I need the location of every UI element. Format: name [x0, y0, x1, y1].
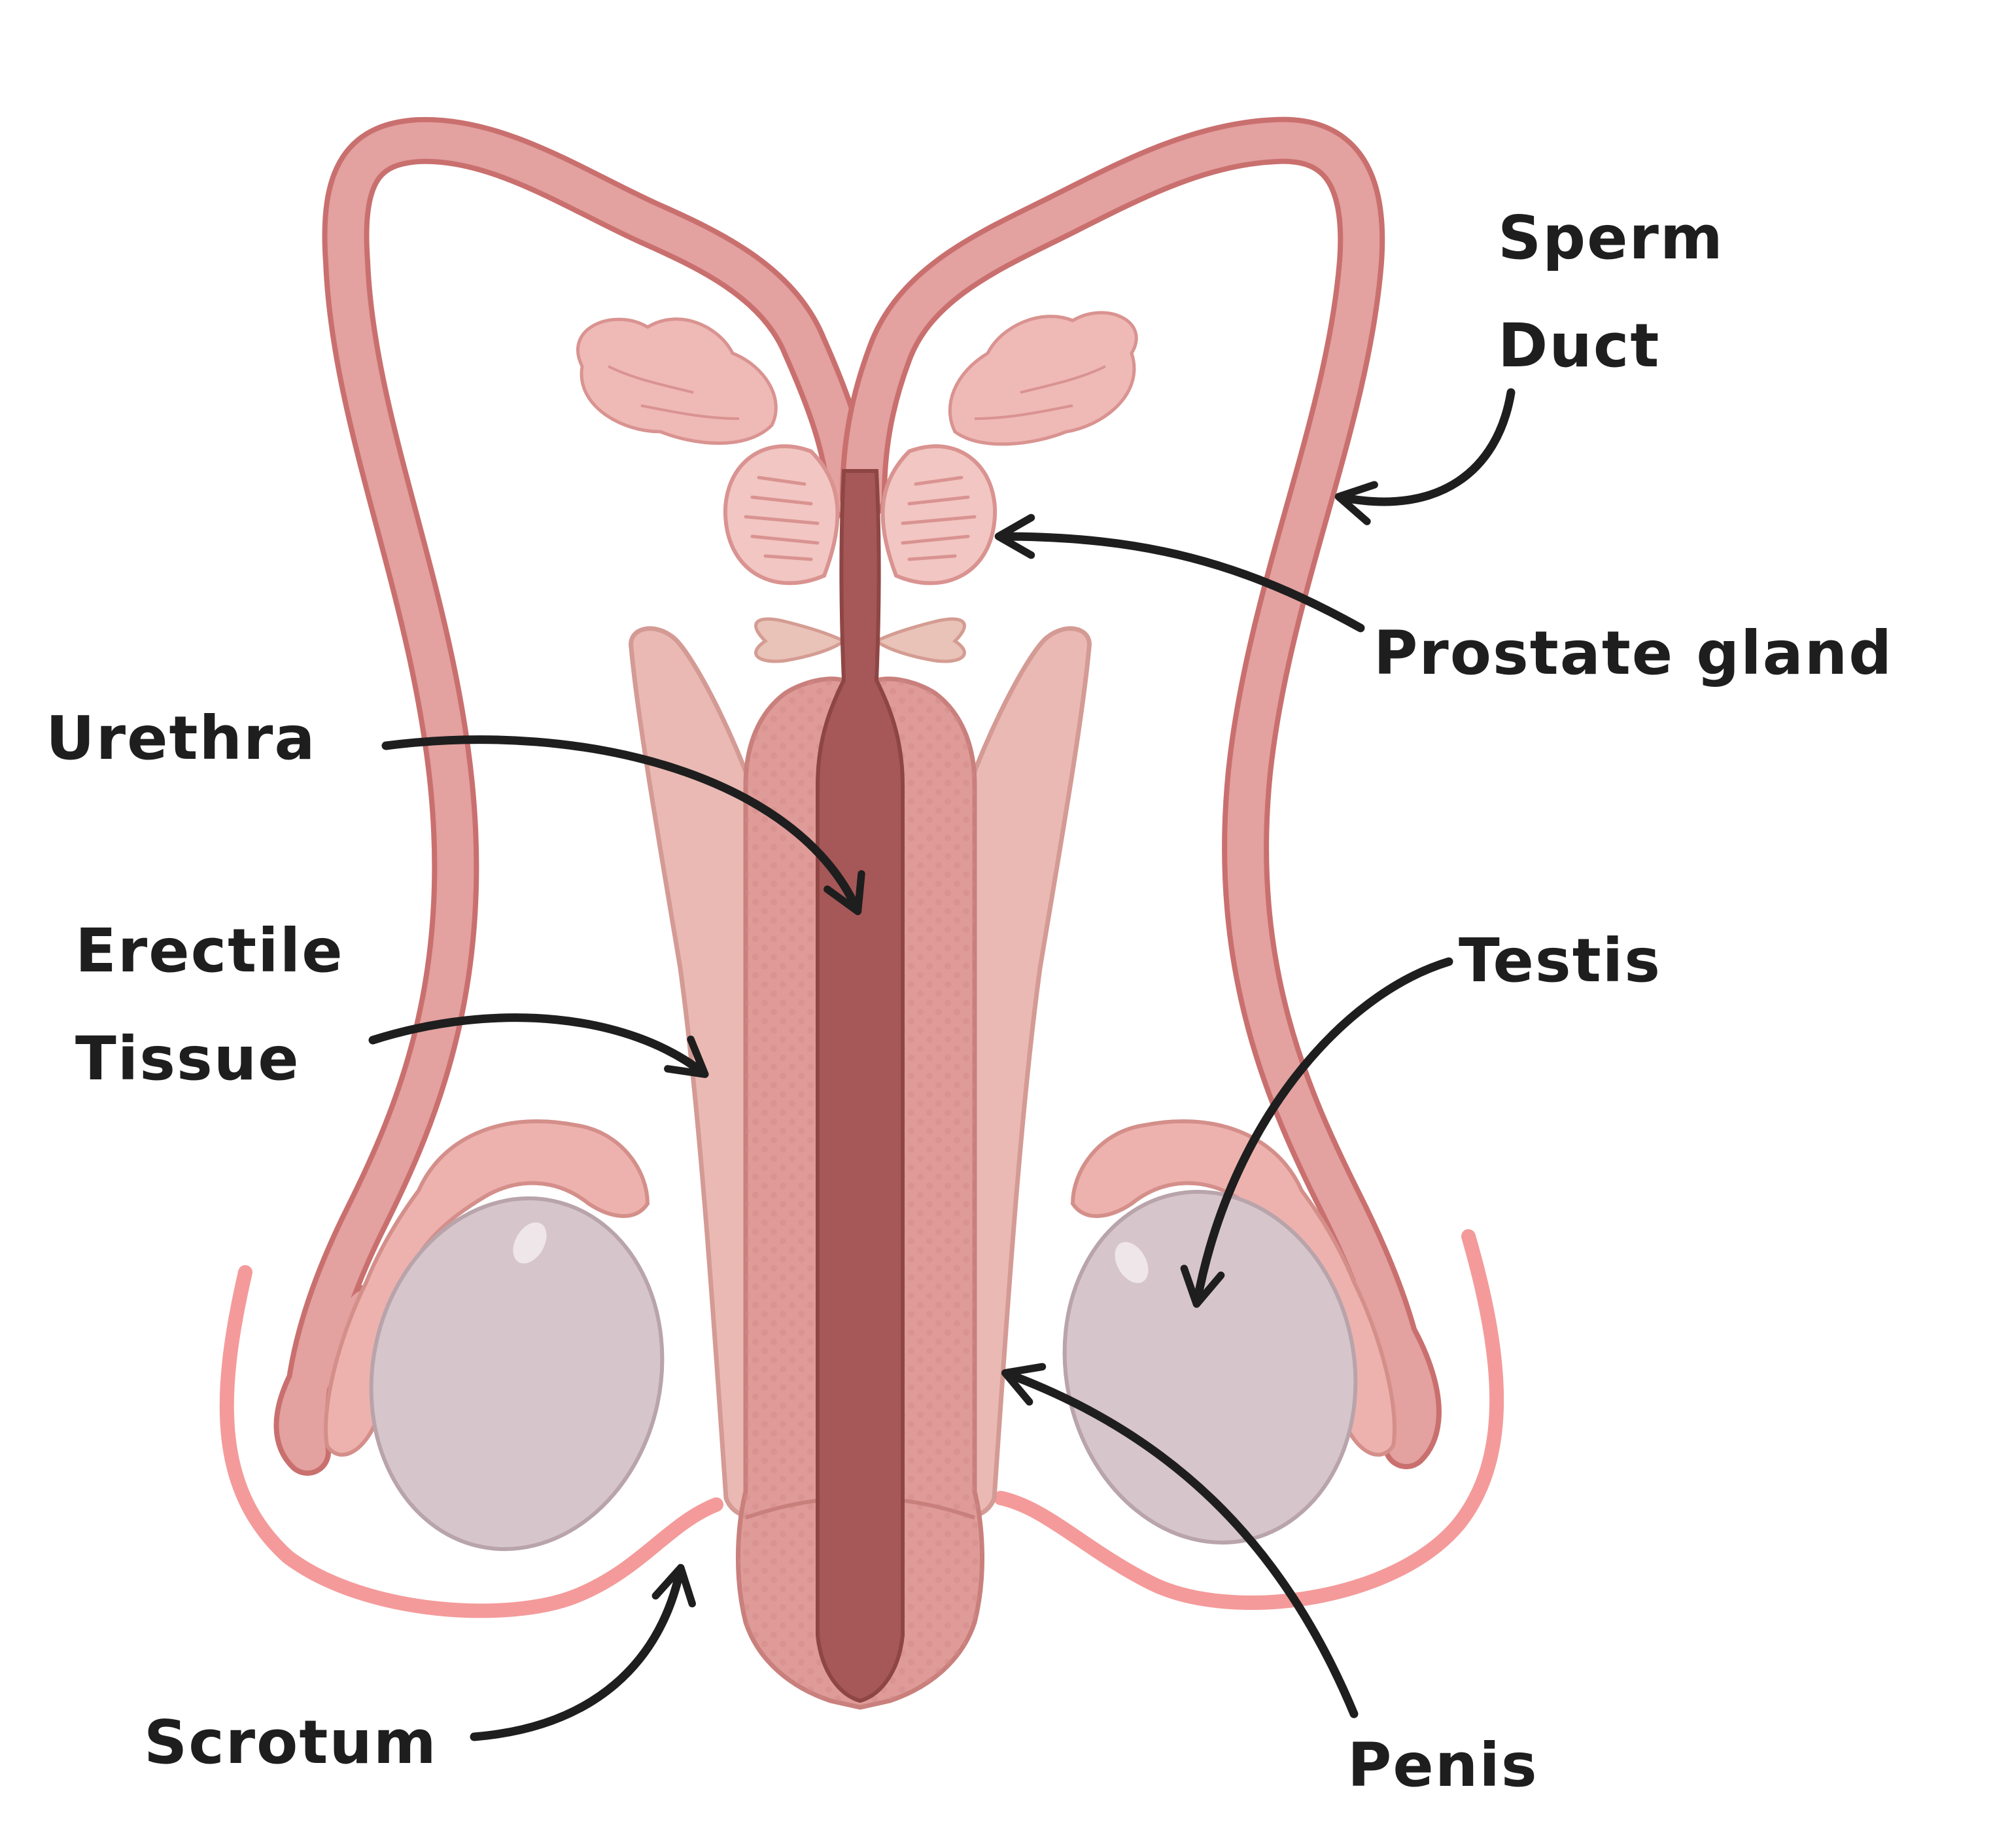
arrows	[368, 388, 1516, 1741]
labels: Sperm Duct Prostate gland Urethra Erecti…	[46, 203, 1893, 1800]
scrotum-label: Scrotum	[144, 1707, 438, 1777]
prostate-gland-right	[880, 444, 997, 585]
penis-label: Penis	[1347, 1730, 1538, 1800]
sperm-duct-right	[840, 116, 1442, 1469]
testis-arrow	[1180, 957, 1453, 1308]
prostate-gland-arrow	[994, 514, 1365, 633]
urethra-arrow	[381, 735, 865, 915]
erectile-tissue-right	[943, 626, 1092, 1519]
sperm-duct-label-line1: Sperm	[1498, 203, 1724, 273]
scrotum	[219, 1229, 1504, 1618]
prostate-gland-left	[723, 444, 840, 585]
penis-arrow	[1001, 1363, 1359, 1718]
sperm-duct-label-line2: Duct	[1498, 311, 1660, 381]
sperm-duct-left	[273, 116, 874, 1476]
seminal-vesicle-left	[576, 317, 778, 445]
prostate-gland-label: Prostate gland	[1374, 618, 1893, 688]
erectile-tissue-label-line2: Tissue	[75, 1024, 300, 1094]
erectile-tissue-arrow	[368, 1013, 709, 1078]
testis-left	[369, 1196, 665, 1552]
sperm-duct-arrow	[1334, 388, 1516, 525]
scrotum-arrow	[470, 1563, 696, 1741]
urethra	[816, 469, 905, 1703]
testis-label: Testis	[1459, 926, 1661, 996]
seminal-vesicle-right	[948, 311, 1138, 446]
urethra-label: Urethra	[46, 703, 316, 773]
erectile-tissue-label-line1: Erectile	[75, 916, 344, 986]
